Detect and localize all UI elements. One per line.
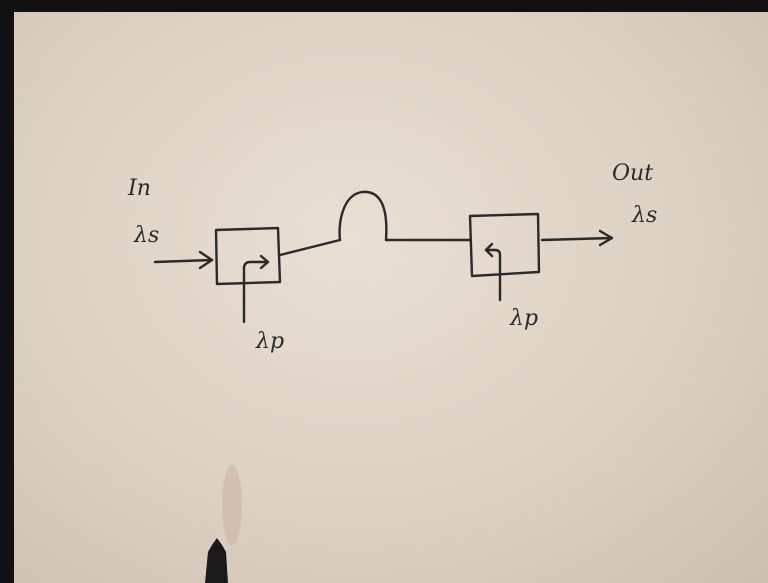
fiber-coil (338, 190, 388, 242)
input-label: In (127, 176, 151, 201)
left-pump-arrowhead-icon (259, 254, 270, 270)
output-label: Out (612, 161, 653, 186)
right-pump-line (484, 248, 502, 302)
fiber-segment-left (278, 238, 342, 257)
input-arrowhead-icon (198, 250, 214, 270)
right-pump-label: λp (509, 306, 538, 331)
input-signal-label: λs (133, 223, 159, 248)
right-pump-arrowhead-icon (484, 242, 494, 258)
pen-shadow (222, 465, 242, 545)
right-coupler-box (468, 212, 541, 278)
pen-icon (205, 538, 228, 583)
left-pump-label: λp (255, 329, 284, 354)
output-arrow-line (540, 236, 614, 242)
left-pump-line (242, 260, 270, 324)
output-signal-label: λs (631, 203, 657, 228)
paper-background (14, 12, 768, 583)
left-coupler-box (214, 226, 282, 286)
input-arrow-line (153, 258, 214, 264)
output-arrowhead-icon (598, 229, 614, 247)
